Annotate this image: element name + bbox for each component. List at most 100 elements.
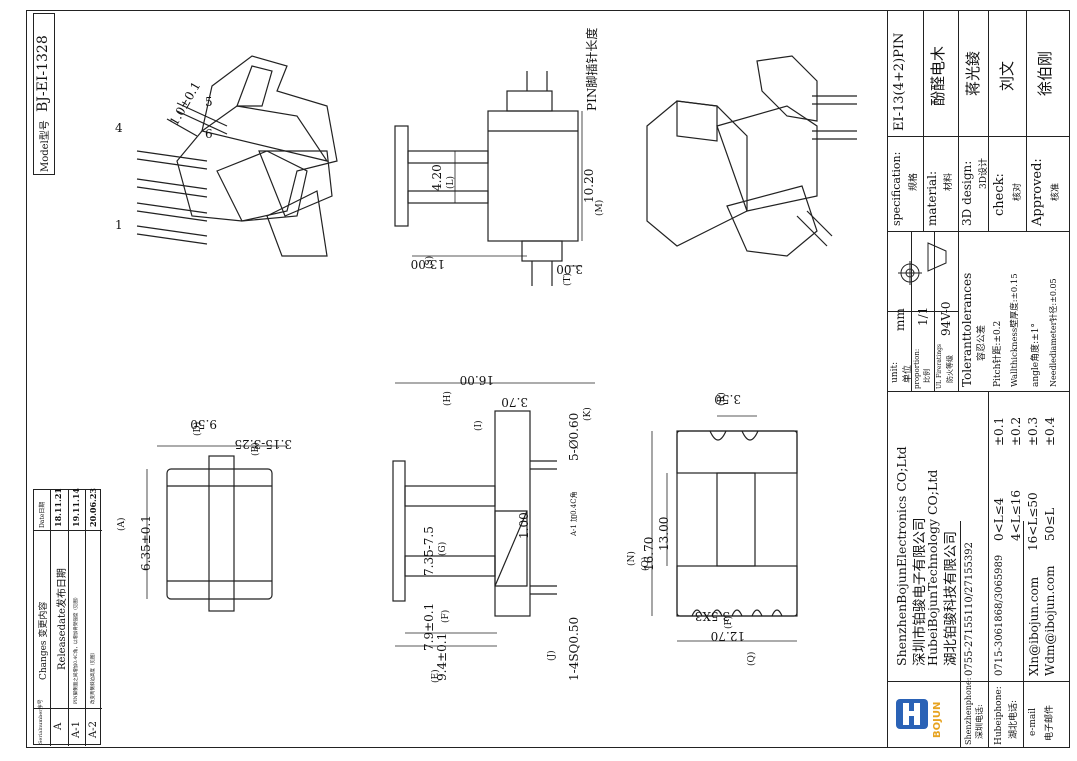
contact-label: Shenzhenphone: <box>964 677 973 745</box>
material-label-cn: 材料 <box>944 172 954 191</box>
contact-label-cn: 湖北电话: <box>1009 699 1019 739</box>
dim-6-35: 6.35±0.1 <box>139 515 153 571</box>
logo-text: BOJUN <box>932 701 943 738</box>
tolerance-range: 0<L≤4 <box>992 497 1006 541</box>
dim-label-d: (D) <box>193 421 203 436</box>
unit-label-cn: 单位 <box>903 364 913 383</box>
pin-number-6: 6 <box>205 127 213 141</box>
dim-label-s: (S) <box>425 255 435 269</box>
company-name: 湖北铂骏科技有限公司 <box>943 531 959 666</box>
design-label-cn: 3D设计 <box>979 158 989 189</box>
tolerance-range: 50≤L <box>1043 507 1057 541</box>
dim-1-00: 1.00 <box>517 512 531 539</box>
chamfer-note: A-1 加0.4C角 <box>570 491 578 536</box>
dim-label-k: (K) <box>583 407 593 421</box>
fire-label: UL Fireratings <box>936 343 943 389</box>
tolerance-value: ±0.4 <box>1043 416 1057 446</box>
dim-label-o: (O) <box>641 556 651 571</box>
dim-13-00-b: 13.00 <box>657 516 671 551</box>
dim-4-square-pins: 1-4SQ0.50 <box>567 616 581 681</box>
design-label: 3D design: <box>960 160 974 226</box>
proportion-value: 1/1 <box>916 306 930 326</box>
dim-label-e: (E) <box>431 669 441 683</box>
pin-length-label: PIN脚插针长度 <box>585 27 599 111</box>
dim-label-b: (B) <box>251 442 261 456</box>
dim-10-20: 10.20 <box>582 168 596 203</box>
model-box: Model型号 BJ-EI-1328 <box>33 13 55 175</box>
dim-label-f: (F) <box>441 609 451 623</box>
dim-label-t: (T) <box>563 272 573 286</box>
iso-view-right <box>646 55 857 257</box>
design-value: 蒋光錂 <box>964 50 982 96</box>
contact-value: 0755-27155110/27155392 <box>964 542 975 676</box>
pin-number-4: 4 <box>115 121 123 135</box>
projection-symbol-icon <box>898 242 947 285</box>
contact-value: 0715-3061868/3065989 <box>994 554 1005 676</box>
contact-label: e-mail <box>1028 707 1038 736</box>
check-label-cn: 核对 <box>1013 182 1023 201</box>
material-label: material: <box>925 170 939 226</box>
material-value: 酚醛电木 <box>929 45 947 106</box>
email-link[interactable]: Xln@ibojun.com <box>1027 576 1041 676</box>
tolerance-value: ±0.1 <box>992 416 1006 446</box>
dim-label-r: (R) <box>717 392 727 406</box>
technical-drawing <box>136 55 857 647</box>
email-link[interactable]: Wdm@ibojun.com <box>1043 565 1057 676</box>
title-block: specification: 规格 EI-13(4+2)PIN material… <box>887 11 1070 747</box>
section-view <box>392 410 557 617</box>
tolerance-note: Wallthickness壁厚度:±0.15 <box>1010 273 1020 387</box>
unit-label: unit: <box>890 361 900 383</box>
spec-value: EI-13(4+2)PIN <box>892 32 907 131</box>
dim-label-a: (A) <box>117 517 127 531</box>
changes-table: Date日期 Changes 变更内容 Serialnumber序号 18.11… <box>33 488 102 746</box>
dim-label-g: (G) <box>438 541 448 556</box>
dim-5-pin-diameter: 5-Ø0.60 <box>567 412 581 461</box>
dim-label-n: (N) <box>627 551 637 566</box>
side-view <box>394 71 579 286</box>
dim-16-00: 16.00 <box>459 373 494 387</box>
contact-label-cn: 电子邮件 <box>1045 704 1055 741</box>
approved-value: 徐伯刚 <box>1036 50 1054 96</box>
dim-7-35: 7.35-7.5 <box>422 526 436 576</box>
dim-4-20: 4.20 <box>430 164 444 191</box>
tolerance-value: ±0.2 <box>1009 416 1023 446</box>
company-name: ShenzhenBojunElectronics CO;Ltd <box>894 446 909 666</box>
approved-label: Approved: <box>1030 158 1045 226</box>
front-view <box>166 455 273 612</box>
dim-label-q: (Q) <box>747 651 757 666</box>
dim-7-9: 7.9±0.1 <box>422 602 436 651</box>
check-value: 刘文 <box>998 60 1016 91</box>
spec-label-cn: 规格 <box>909 172 919 191</box>
contact-label: Hubeiphone: <box>994 686 1004 745</box>
check-label: check: <box>992 173 1007 216</box>
drawing-sheet: Model型号 BJ-EI-1328 Date日期 Changes 变更内容 S… <box>26 10 1070 748</box>
tolerance-note: angle角度:±1° <box>1031 323 1041 387</box>
bojun-logo: BOJUN <box>892 683 954 743</box>
dim-label-h: (H) <box>443 391 453 406</box>
dim-label-j: (J) <box>547 650 557 661</box>
company-name: HubeiBojunTechnology CO;Ltd <box>925 469 940 666</box>
tolerance-range: 4<L≤16 <box>1009 490 1023 541</box>
proportion-label: proportion: <box>913 348 921 389</box>
bottom-view <box>676 430 798 617</box>
pin-number-1: 1 <box>115 218 123 232</box>
spec-label: specification: <box>890 151 903 226</box>
dim-12-70: 12.70 <box>710 629 745 643</box>
tolerances-title-cn: 容忍公差 <box>977 324 987 361</box>
tolerances-title: Toleranttolerances <box>960 272 974 387</box>
dim-label-p: (P) <box>724 615 734 629</box>
unit-value: mm <box>893 308 907 331</box>
dim-label-i: (I) <box>474 420 484 431</box>
dim-3-15: 3.15-3.25 <box>234 437 293 451</box>
contact-label-cn: 深圳电话: <box>975 704 984 739</box>
tolerance-range: 16<L≤50 <box>1026 492 1040 551</box>
tolerance-value: ±0.3 <box>1026 416 1040 446</box>
tolerance-note: Pitch针距:±0.2 <box>993 320 1003 387</box>
dim-label-l: (L) <box>446 176 456 189</box>
tolerance-note: Needlediameter针径:±0.05 <box>1049 278 1058 387</box>
fire-label-cn: 防火等级 <box>946 355 954 383</box>
bojun-logo-icon <box>896 699 928 729</box>
proportion-label-cn: 比例 <box>923 369 931 383</box>
dim-3-70: 3.70 <box>501 395 528 409</box>
iso-view-left <box>136 55 338 257</box>
